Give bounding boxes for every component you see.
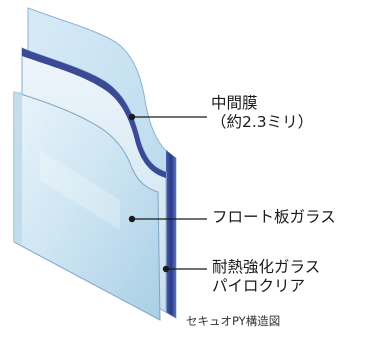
fireproof-glass-label-name: 耐熱強化ガラス bbox=[212, 258, 321, 276]
fireproof-glass-label-product: パイロクリア bbox=[212, 277, 306, 296]
dot-fireproof bbox=[162, 265, 170, 273]
float-glass-label-text: フロート板ガラス bbox=[212, 208, 336, 226]
dot-float bbox=[128, 215, 136, 223]
diagram-caption: セキュオPY構造図 bbox=[186, 314, 281, 328]
float-glass-pane bbox=[13, 91, 161, 321]
interlayer-label: 中間膜 （約2.3ミリ） bbox=[211, 94, 313, 131]
interlayer-label-name: 中間膜 bbox=[211, 94, 258, 112]
interlayer-label-thickness: （約2.3ミリ） bbox=[211, 112, 314, 131]
fireproof-glass-label: 耐熱強化ガラス パイロクリア bbox=[212, 258, 320, 297]
dot-interlayer bbox=[128, 113, 136, 121]
leader-dots bbox=[128, 113, 170, 273]
float-glass-label: フロート板ガラス bbox=[212, 208, 336, 227]
leader-lines bbox=[132, 116, 207, 270]
